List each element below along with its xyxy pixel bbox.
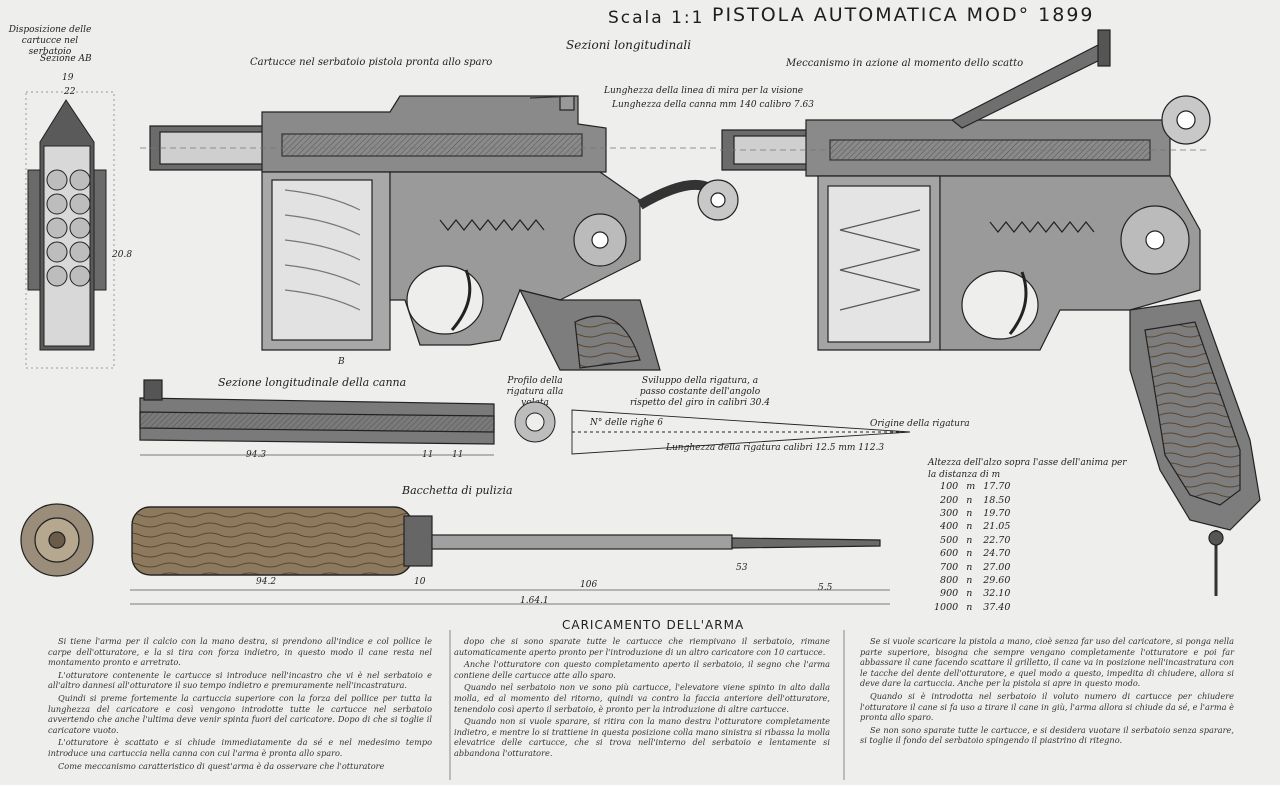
instruction-paragraph: Quando non si vuole sparare, si ritira c… [454, 716, 830, 758]
dimension-label: 10 [414, 577, 426, 587]
muzzle-profile [514, 401, 556, 443]
magazine-layout-label: Disposizione delle cartucce nel serbatoi… [8, 25, 92, 57]
sight-table-row: 500 n 22.70 [930, 534, 1014, 547]
instructions-column-1: Si tiene l'arma per il calcio con la man… [48, 636, 432, 773]
section-ab-label: Sezione AB [40, 54, 92, 64]
magazine-section [25, 91, 115, 369]
instruction-paragraph: Si tiene l'arma per il calcio con la man… [48, 636, 432, 668]
sight-table-title: Altezza dell'alzo sopra l'asse dell'anim… [928, 458, 1127, 480]
sight-table-cell-height: 17.70 [983, 481, 1011, 493]
sight-table-cell-unit: n [966, 548, 973, 560]
sight-table-cell-dist: 100 [940, 481, 959, 493]
rifling-length-label: Lunghezza della rigatura calibri 12.5 mm… [666, 443, 885, 453]
sight-table-cell-dist: 1000 [934, 601, 959, 613]
sight-table-cell-height: 32.10 [983, 588, 1011, 600]
sight-table-cell-dist: 800 [940, 574, 959, 586]
right-view-label: Meccanismo in azione al momento dello sc… [786, 58, 1024, 69]
page-title: PISTOLA AUTOMATICA MOD° 1899 [712, 4, 1095, 26]
rifling-origin-label: Origine della rigatura [870, 419, 970, 429]
sight-table-cell-dist: 200 [940, 494, 959, 506]
instruction-paragraph: Se si vuole scaricare la pistola a mano,… [860, 636, 1234, 689]
sight-table-cell-unit: n [966, 507, 973, 519]
sight-table-cell-height: 24.70 [983, 548, 1011, 560]
cleaning-rod [20, 503, 890, 605]
sight-table-row: 700 n 27.00 [930, 560, 1014, 573]
sight-table-cell-unit: n [966, 521, 973, 533]
rifling-development-label: Sviluppo della rigatura, a passo costant… [630, 376, 770, 408]
sight-table-row: 400 n 21.05 [930, 520, 1014, 533]
sight-table-cell-height: 37.40 [983, 601, 1011, 613]
sight-table: 100 m 17.70 200 n 18.50 300 n 19.70 400 n 21.05 500 n… [930, 480, 1014, 614]
instruction-paragraph: Anche l'otturatore con questo completame… [454, 659, 830, 680]
barrel-section [139, 379, 495, 456]
section-heading: CARICAMENTO DELL'ARMA [562, 618, 745, 632]
cleaning-rod-label: Bacchetta di pulizia [402, 484, 513, 497]
sight-table-cell-unit: n [966, 534, 973, 546]
sight-table-cell-unit: n [966, 588, 973, 600]
dimension-label: 106 [580, 580, 598, 590]
sight-table-cell-dist: 700 [940, 561, 959, 573]
instruction-paragraph: L'otturatore contenente le cartucce si i… [48, 669, 432, 691]
sight-table-row: 1000 n 37.40 [930, 601, 1014, 614]
dimension-label: 1.64.1 [520, 596, 549, 606]
sight-table-cell-unit: m [966, 481, 976, 493]
instruction-paragraph: Quando nel serbatoio non ve sono più car… [454, 682, 830, 714]
instructions-column-3: Se si vuole scaricare la pistola a mano,… [860, 636, 1234, 748]
sight-table-cell-unit: n [966, 574, 973, 586]
sight-table-cell-unit: n [966, 601, 973, 613]
instruction-paragraph: Quando si è introdotta nel serbatoio il … [860, 690, 1234, 723]
sight-table-cell-height: 27.00 [983, 561, 1011, 573]
sight-table-cell-height: 22.70 [983, 534, 1011, 546]
subtitle: Sezioni longitudinali [566, 38, 692, 52]
instruction-paragraph: L'otturatore è scattato e si chiude imme… [48, 737, 432, 758]
sight-table-row: 200 n 18.50 [930, 493, 1014, 506]
sight-table-row: 600 n 24.70 [930, 547, 1014, 560]
pistol-left-section [149, 95, 739, 371]
sight-table-row: 900 n 32.10 [930, 587, 1014, 600]
barrel-section-label: Sezione longitudinale della canna [218, 376, 407, 389]
sight-table-cell-unit: n [966, 561, 973, 573]
dimension-label: 94.2 [256, 577, 277, 587]
left-view-label: Cartucce nel serbatoio pistola pronta al… [250, 57, 493, 68]
dimension-label: 20.8 [112, 250, 133, 260]
sight-table-cell-height: 21.05 [983, 521, 1011, 533]
sight-table-cell-dist: 900 [940, 588, 959, 600]
sight-table-row: 800 n 29.60 [930, 574, 1014, 587]
sight-table-cell-height: 29.60 [983, 574, 1011, 586]
dimension-label: 53 [736, 563, 748, 573]
sight-table-cell-dist: 500 [940, 534, 959, 546]
instruction-paragraph: Quindi si preme fortemente la cartuccia … [48, 692, 432, 735]
dimension-label: 19 [62, 73, 74, 83]
dimension-label: 5.5 [818, 583, 833, 593]
six-grooves-label: N° delle righe 6 [590, 418, 663, 428]
sight-table-row: 100 m 17.70 [930, 480, 1014, 493]
sight-table-cell-height: 18.50 [983, 494, 1011, 506]
scale-label: Scala 1:1 [608, 8, 705, 28]
sight-table-row: 300 n 19.70 [930, 507, 1014, 520]
dimension-label: 22 [64, 87, 76, 97]
sight-table-cell-dist: 300 [940, 507, 959, 519]
sight-table-cell-dist: 400 [940, 521, 959, 533]
instruction-paragraph: Se non sono sparate tutte le cartucce, e… [860, 724, 1234, 746]
marker-b: B [338, 357, 345, 367]
rifling-development [571, 409, 911, 455]
instructions-column-2: dopo che si sono sparate tutte le cartuc… [454, 636, 830, 761]
sight-table-cell-height: 19.70 [983, 507, 1011, 519]
barrel-length-label: Lunghezza della canna mm 140 calibro 7.6… [612, 100, 814, 110]
instruction-paragraph: dopo che si sono sparate tutte le cartuc… [454, 636, 830, 657]
sight-line-label: Lunghezza della linea di mira per la vis… [604, 86, 804, 96]
instruction-paragraph: Come meccanismo caratteristico di quest'… [58, 760, 385, 771]
sight-table-cell-dist: 600 [940, 548, 959, 560]
sight-table-cell-unit: n [966, 494, 973, 506]
